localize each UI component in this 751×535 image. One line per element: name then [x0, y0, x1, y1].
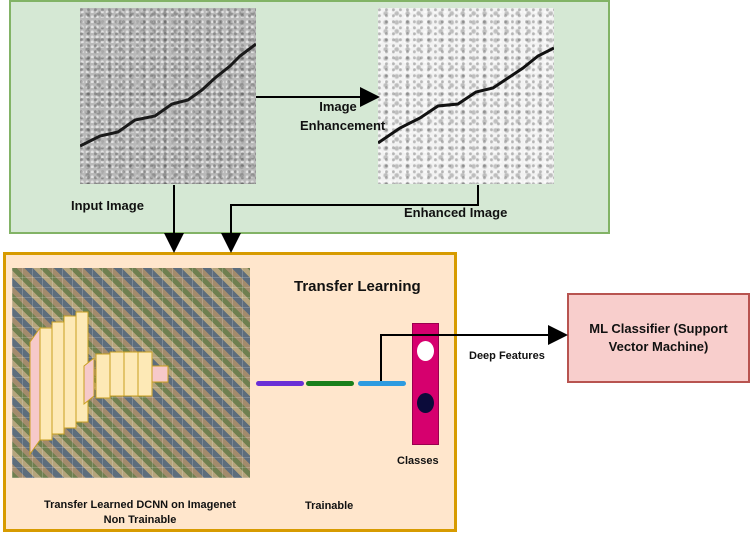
deep-features-label: Deep Features — [469, 350, 545, 362]
classifier-label-line1: ML Classifier (Support — [589, 321, 728, 336]
transfer-learning-title: Transfer Learning — [294, 278, 421, 295]
enhanced-crack-image — [378, 8, 554, 184]
enhanced-image-label: Enhanced Image — [404, 205, 508, 220]
dcnn-label-line2: Non Trainable — [103, 514, 177, 526]
classes-label: Classes — [397, 455, 439, 467]
enhancement-label-line1: Image — [319, 99, 357, 114]
ml-classifier-box: ML Classifier (Support Vector Machine) — [567, 293, 750, 383]
dcnn-layers-drawing — [29, 311, 169, 456]
trainable-layer-green — [306, 381, 354, 386]
class-node-dark — [417, 393, 434, 413]
dcnn-label-line1: Transfer Learned DCNN on Imagenet — [44, 499, 236, 511]
classifier-label-line2: Vector Machine) — [608, 339, 709, 354]
dcnn-label: Transfer Learned DCNN on Imagenet Non Tr… — [30, 498, 250, 528]
image-enhancement-label: Image Enhancement — [300, 97, 386, 135]
input-image-label: Input Image — [71, 198, 144, 213]
trainable-label: Trainable — [305, 500, 354, 512]
class-node-white — [417, 341, 434, 361]
imagenet-mosaic — [12, 268, 250, 478]
enhancement-label-line2: Enhancement — [300, 118, 386, 133]
trainable-layer-purple — [256, 381, 304, 386]
input-crack-image — [80, 8, 256, 184]
trainable-layer-blue — [358, 381, 406, 386]
